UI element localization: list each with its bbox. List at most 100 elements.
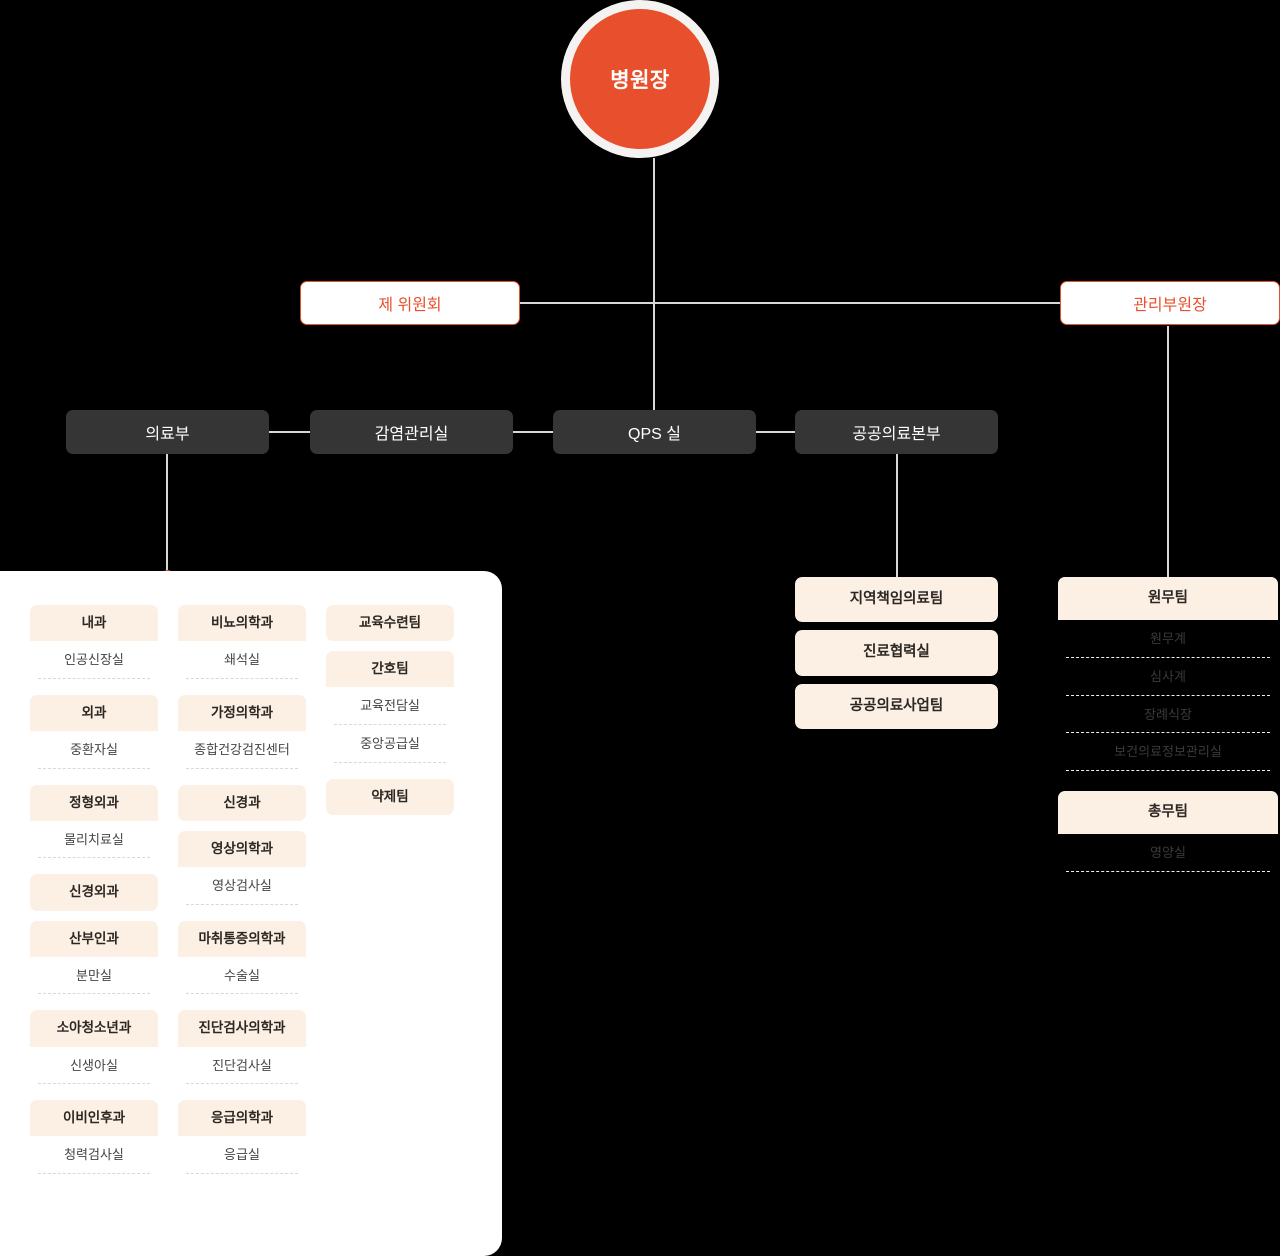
dept-card-item[interactable]: 원무계	[1066, 620, 1270, 658]
dept-card-item[interactable]: 진단검사실	[186, 1047, 298, 1085]
node-infection-control[interactable]: 감염관리실	[310, 410, 513, 454]
node-committee-label: 제 위원회	[378, 297, 442, 314]
node-infection-control-label: 감염관리실	[374, 426, 449, 443]
dept-card-item[interactable]: 영상검사실	[186, 867, 298, 905]
node-medical-dept-label: 의료부	[145, 426, 190, 443]
node-public-health-hq-label: 공공의료본부	[852, 426, 941, 443]
dept-card-title: 정형외과	[30, 784, 158, 821]
dept-card-item[interactable]: 인공신장실	[38, 641, 150, 679]
dept-card-item[interactable]: 보건의료정보관리실	[1066, 733, 1270, 771]
dept-card-body: 중환자실	[30, 730, 158, 775]
dept-card-item[interactable]: 물리치료실	[38, 821, 150, 859]
dept-card-item[interactable]: 청력검사실	[38, 1136, 150, 1174]
dept-card-title: 외과	[30, 694, 158, 731]
dept-card-title: 가정의학과	[178, 694, 306, 731]
connector-level3-link-3	[754, 431, 796, 433]
node-hospital-director-label: 병원장	[610, 69, 670, 92]
public-health-child[interactable]: 지역책임의료팀	[795, 577, 998, 623]
dept-card-title: 내과	[30, 605, 158, 642]
dept-card-item[interactable]: 중앙공급실	[334, 725, 446, 763]
dept-card-title: 신경과	[178, 784, 306, 821]
dept-card-body: 분만실	[30, 956, 158, 1001]
dept-card-item[interactable]: 종합건강검진센터	[186, 731, 298, 769]
dept-card-body: 수술실	[178, 956, 306, 1001]
dept-card-title: 신경외과	[30, 874, 158, 911]
dept-card-title: 응급의학과	[178, 1100, 306, 1137]
dept-card-body: 응급실	[178, 1136, 306, 1180]
dept-card-item[interactable]: 분만실	[38, 957, 150, 995]
node-public-health-hq[interactable]: 공공의료본부	[795, 410, 998, 454]
dept-card-body: 신생아실	[30, 1046, 158, 1091]
node-committee[interactable]: 제 위원회	[300, 281, 520, 325]
connector-medical-vertical	[166, 454, 168, 579]
dept-card-item[interactable]: 신생아실	[38, 1047, 150, 1085]
dept-card-title: 소아청소년과	[30, 1010, 158, 1047]
dept-card-item[interactable]: 수술실	[186, 957, 298, 995]
dept-card[interactable]: 약제팀	[326, 778, 454, 815]
dept-card-title: 교육수련팀	[326, 605, 454, 642]
node-qps-office[interactable]: QPS 실	[553, 410, 756, 454]
connector-level3-link-1	[268, 431, 312, 433]
public-health-child[interactable]: 공공의료사업팀	[795, 683, 998, 730]
dept-card-title: 산부인과	[30, 920, 158, 957]
dept-card-item[interactable]: 교육전담실	[334, 687, 446, 725]
node-admin-vice-director[interactable]: 관리부원장	[1060, 281, 1280, 325]
dept-card-body: 종합건강검진센터	[178, 730, 306, 775]
public-health-child[interactable]: 진료협력실	[795, 630, 998, 676]
dept-card-item[interactable]: 영양실	[1066, 834, 1270, 872]
dept-card-item[interactable]: 중환자실	[38, 731, 150, 769]
dept-card-title: 총무팀	[1058, 790, 1278, 835]
dept-card[interactable]: 신경외과	[30, 874, 158, 911]
public-health-child-label: 공공의료사업팀	[795, 683, 998, 730]
dept-card-item[interactable]: 심사계	[1066, 658, 1270, 696]
dept-card-title: 원무팀	[1058, 577, 1278, 621]
dept-card-item[interactable]: 응급실	[186, 1136, 298, 1174]
dept-card-title: 약제팀	[326, 778, 454, 815]
dept-card-body: 청력검사실	[30, 1136, 158, 1180]
node-hospital-director[interactable]: 병원장	[561, 0, 719, 158]
node-medical-dept[interactable]: 의료부	[66, 410, 269, 454]
public-health-child-label: 진료협력실	[795, 630, 998, 676]
node-qps-office-label: QPS 실	[628, 426, 681, 443]
dept-card-title: 비뇨의학과	[178, 605, 306, 642]
dept-card-title: 마취통증의학과	[178, 920, 306, 957]
connector-public-vertical	[896, 454, 898, 578]
node-admin-vice-director-label: 관리부원장	[1133, 297, 1207, 314]
dept-card-body: 쇄석실	[178, 641, 306, 685]
dept-card-body: 진단검사실	[178, 1046, 306, 1091]
dept-card[interactable]: 교육수련팀	[326, 605, 454, 642]
dept-card-title: 진단검사의학과	[178, 1010, 306, 1047]
connector-director-vertical	[653, 158, 655, 410]
dept-card-body: 영상검사실	[178, 866, 306, 911]
dept-card-item[interactable]: 쇄석실	[186, 641, 298, 679]
dept-card-title: 이비인후과	[30, 1100, 158, 1137]
connector-level3-link-2	[511, 431, 556, 433]
dept-card-item[interactable]: 장례식장	[1066, 696, 1270, 734]
dept-card-body: 영양실	[1058, 834, 1278, 878]
dept-card[interactable]: 신경과	[178, 784, 306, 821]
dept-card-title: 간호팀	[326, 651, 454, 688]
